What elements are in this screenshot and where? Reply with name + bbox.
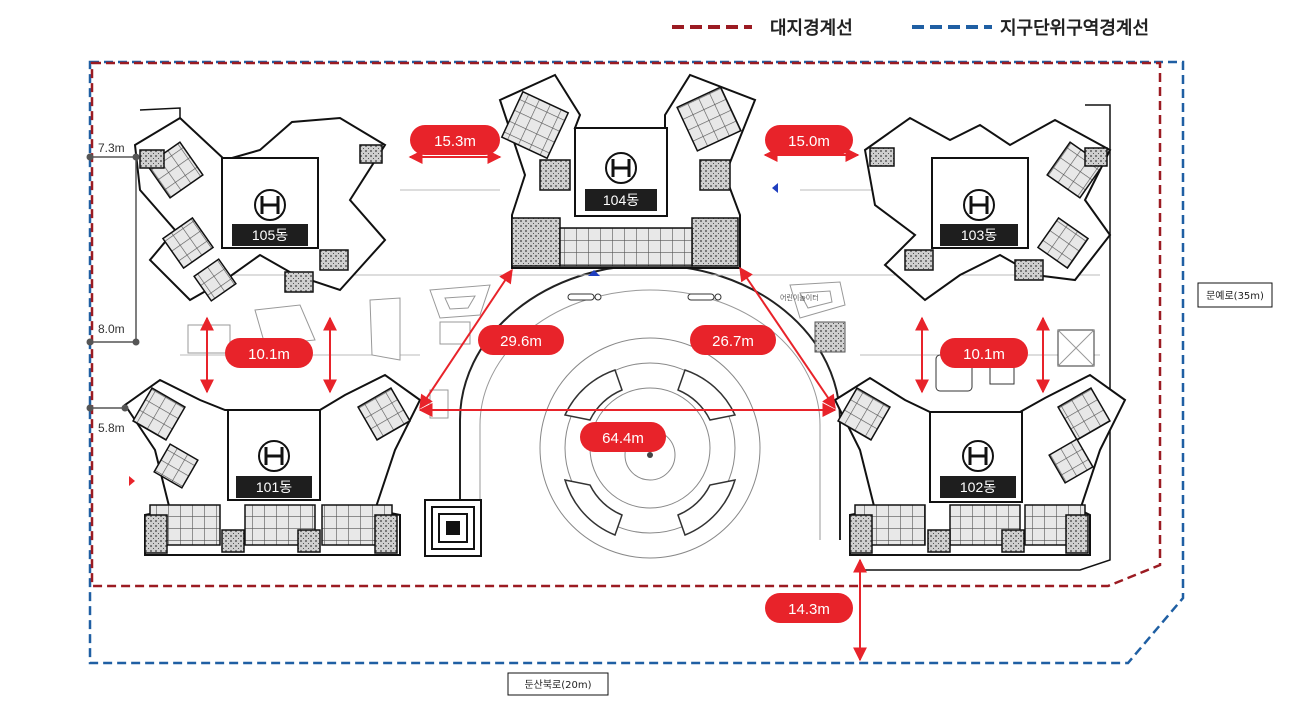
building-105-label: 105동 bbox=[252, 227, 288, 243]
setback-dimensions: 7.3m 8.0m 5.8m bbox=[86, 141, 140, 435]
distance-104-103: 15.0m bbox=[788, 133, 830, 150]
helipad-101 bbox=[258, 440, 290, 472]
legend-site-boundary-label: 대지경계선 bbox=[770, 18, 853, 39]
road-label-east: 문예로(35m) bbox=[1197, 282, 1273, 308]
setback-label-3: 5.8m bbox=[98, 421, 125, 435]
building-102-label: 102동 bbox=[960, 479, 996, 495]
legend: 대지경계선 지구단위구역경계선 bbox=[672, 18, 1149, 39]
building-101-label: 101동 bbox=[256, 479, 292, 495]
helipad-103 bbox=[963, 189, 995, 221]
road-label-south: 둔산북로(20m) bbox=[507, 672, 609, 696]
distance-102-104: 26.7m bbox=[712, 333, 754, 350]
setback-label-2: 8.0m bbox=[98, 322, 125, 336]
district-boundary-line bbox=[88, 60, 1185, 665]
distance-lines bbox=[200, 148, 1050, 662]
legend-district-boundary-label: 지구단위구역경계선 bbox=[1000, 18, 1149, 39]
blue-marker-east bbox=[772, 183, 778, 193]
distance-101-102: 64.4m bbox=[602, 430, 644, 447]
helipad-105 bbox=[254, 189, 286, 221]
distance-101-104: 29.6m bbox=[500, 333, 542, 350]
playground-note: 어린이놀이터 bbox=[780, 293, 819, 302]
setback-label-1: 7.3m bbox=[98, 141, 125, 155]
helipad-102 bbox=[962, 440, 994, 472]
distance-105-101: 10.1m bbox=[248, 346, 290, 363]
central-plaza bbox=[459, 264, 841, 559]
dim-line-101-104 bbox=[419, 268, 513, 410]
distance-105-104: 15.3m bbox=[434, 133, 476, 150]
distance-102-road: 14.3m bbox=[788, 601, 830, 618]
distance-103-102: 10.1m bbox=[963, 346, 1005, 363]
red-marker-west bbox=[129, 476, 135, 486]
helipad-104 bbox=[605, 152, 637, 184]
road-east-text: 문예로(35m) bbox=[1206, 290, 1264, 302]
site-boundary-line bbox=[90, 61, 1162, 588]
pyramid-structure bbox=[424, 499, 482, 557]
blue-marker-104 bbox=[588, 270, 600, 276]
road-south-text: 둔산북로(20m) bbox=[524, 679, 591, 691]
building-104-label: 104동 bbox=[603, 192, 639, 208]
dim-line-102-104 bbox=[739, 266, 836, 410]
distance-labels: 15.3m 15.0m 10.1m 10.1m 29.6m 26.7m 64.4… bbox=[225, 125, 1028, 623]
building-103-label: 103동 bbox=[961, 227, 997, 243]
